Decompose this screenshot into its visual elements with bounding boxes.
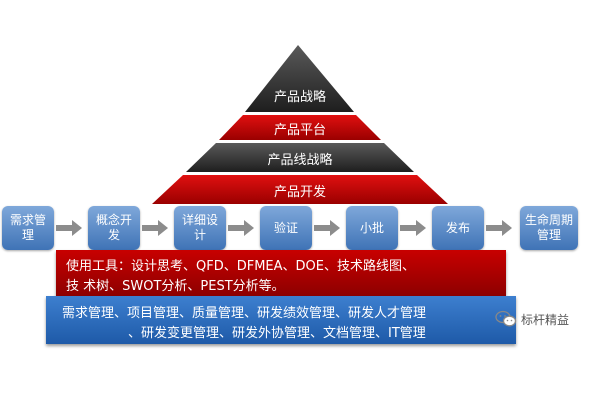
- step-label: 验证: [273, 220, 298, 235]
- step-label: 详细设计: [181, 213, 218, 242]
- watermark-text: 标杆精益: [521, 312, 570, 327]
- flow-arrow-shaft: [56, 225, 74, 231]
- layer-label-development: 产品开发: [273, 185, 326, 200]
- pyramid-layer-development: [152, 175, 448, 204]
- step-verification: 验证: [260, 206, 312, 250]
- tools-box: 使用工具：设计思考、QFD、DFMEA、DOE、技术路线图、 技 术树、SWOT…: [56, 250, 506, 296]
- pyramid-layer-line-strategy: [186, 143, 414, 172]
- layer-label-platform: 产品平台: [273, 123, 326, 138]
- flow-arrow-shaft: [142, 225, 160, 231]
- pyramid-layer-platform: [219, 115, 381, 140]
- flow-arrow-shaft: [486, 225, 504, 231]
- management-box: 需求管理、项目管理、质量管理、研发绩效管理、研发人才管理 、研发变更管理、研发外…: [46, 296, 516, 344]
- management-line-1: 需求管理、项目管理、质量管理、研发绩效管理、研发人才管理: [62, 306, 427, 321]
- flow-arrow-shaft: [228, 225, 246, 231]
- flow-arrow-shaft: [314, 225, 332, 231]
- layer-label-line-strategy: 产品线战略: [267, 153, 333, 168]
- flow-arrow-shaft: [400, 225, 418, 231]
- step-detail-design: 详细设计: [174, 206, 226, 250]
- flow-arrow-icon: [158, 220, 168, 236]
- flow-arrow-icon: [244, 220, 254, 236]
- management-line-2: 、研发变更管理、研发外协管理、文档管理、IT管理: [128, 326, 426, 341]
- flow-arrow-icon: [72, 220, 82, 236]
- flow-arrow-icon: [330, 220, 340, 236]
- step-label: 需求管理: [9, 213, 46, 242]
- step-lifecycle: 生命周期管理: [520, 206, 578, 250]
- step-label: 小批: [359, 220, 384, 235]
- pyramid-layer-strategy: [245, 45, 354, 112]
- layer-label-strategy: 产品战略: [273, 90, 326, 105]
- watermark: 标杆精益: [495, 310, 569, 328]
- step-label: 发布: [445, 220, 470, 235]
- step-concept: 概念开发: [88, 206, 140, 250]
- tools-line-2: 技 术树、SWOT分析、PEST分析等。: [66, 279, 285, 294]
- step-requirements: 需求管理: [2, 206, 54, 250]
- step-label: 生命周期管理: [524, 213, 573, 242]
- step-release: 发布: [432, 206, 484, 250]
- step-pilot: 小批: [346, 206, 398, 250]
- step-label: 概念开发: [95, 213, 132, 242]
- flow-arrow-icon: [416, 220, 426, 236]
- flow-arrow-icon: [502, 220, 512, 236]
- wechat-icon: [495, 310, 517, 327]
- tools-line-1: 使用工具：设计思考、QFD、DFMEA、DOE、技术路线图、: [66, 259, 415, 274]
